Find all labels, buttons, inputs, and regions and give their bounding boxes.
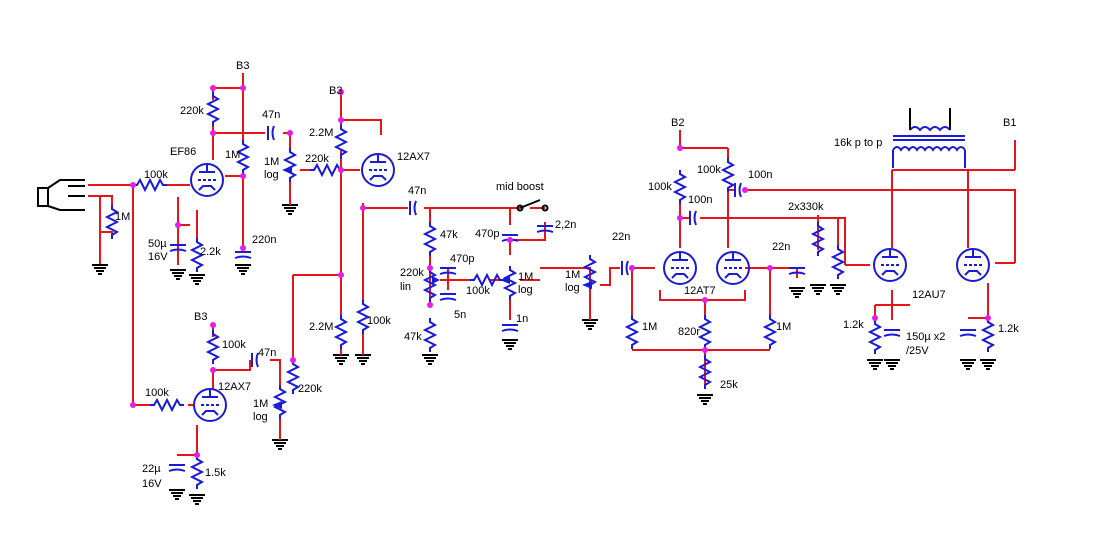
input-jack-icon bbox=[37, 187, 49, 207]
label-c-16v-2: 16V bbox=[142, 478, 162, 490]
label-c-22u: 22µ bbox=[142, 463, 161, 475]
12ax7-lower-tube-icon bbox=[193, 388, 227, 422]
label-r-2x330k: 2x330k bbox=[788, 201, 824, 213]
label-ef86: EF86 bbox=[170, 146, 196, 158]
label-c-47n-3: 47n bbox=[258, 347, 276, 359]
label-r-1-2k-2: 1.2k bbox=[998, 323, 1019, 335]
components bbox=[37, 91, 997, 505]
label-r-1m-pi-2: 1M bbox=[776, 321, 791, 333]
label-pot-1m-4: 1M bbox=[253, 398, 268, 410]
label-c-100n-1: 100n bbox=[748, 169, 772, 181]
label-c-150u: 150µ x2 bbox=[906, 331, 945, 343]
label-r-220k-3: 220k bbox=[298, 383, 322, 395]
junction-dots bbox=[130, 85, 991, 458]
label-pot-log-4: log bbox=[253, 411, 268, 423]
label-pot-1m-1: 1M bbox=[264, 156, 279, 168]
label-b1: B1 bbox=[1003, 117, 1016, 129]
label-r-100k-1: 100k bbox=[144, 169, 168, 181]
label-r-100k-5: 100k bbox=[697, 164, 721, 176]
label-pot-log-2: log bbox=[518, 284, 533, 296]
label-r-2-2m-1: 2.2M bbox=[309, 127, 333, 139]
label-pot-lin: lin bbox=[400, 281, 411, 293]
label-16k-p-to-p: 16k p to p bbox=[834, 137, 882, 149]
wires bbox=[88, 73, 1016, 456]
label-r-100k-4: 100k bbox=[648, 181, 672, 193]
output-transformer-icon bbox=[892, 108, 966, 168]
label-r-1-2k-1: 1.2k bbox=[843, 319, 864, 331]
label-r-100k-6: 100k bbox=[222, 339, 246, 351]
12au7-right-tube-icon bbox=[956, 248, 990, 282]
label-r-100k-2: 100k bbox=[466, 285, 490, 297]
label-pot-log-1: log bbox=[264, 169, 279, 181]
label-r-2-2m-2: 2.2M bbox=[309, 321, 333, 333]
label-r-1-5k: 1.5k bbox=[205, 467, 226, 479]
label-c-22n-1: 22n bbox=[612, 231, 630, 243]
label-c-16v-1: 16V bbox=[148, 251, 168, 263]
label-pot-log-3: log bbox=[565, 282, 580, 294]
label-c-22n-2: 22n bbox=[772, 241, 790, 253]
label-pot-1m-3: 1M bbox=[565, 269, 580, 281]
label-r-220k-2: 220k bbox=[305, 153, 329, 165]
label-c-47n-2: 47n bbox=[408, 185, 426, 197]
12au7-left-tube-icon bbox=[873, 248, 907, 282]
label-b2: B2 bbox=[671, 117, 684, 129]
ef86-tube-icon bbox=[190, 163, 224, 197]
label-r-1m-screen: 1M bbox=[225, 149, 240, 161]
label-b3-2: B3 bbox=[329, 85, 342, 97]
label-c-2-2n: 2,2n bbox=[555, 219, 576, 231]
label-pot-1m-2: 1M bbox=[518, 271, 533, 283]
label-c-1n: 1n bbox=[516, 313, 528, 325]
12ax7-upper-tube-icon bbox=[361, 153, 395, 187]
label-12at7: 12AT7 bbox=[684, 285, 716, 297]
label-c-50u: 50µ bbox=[148, 238, 167, 250]
label-c-47n-1: 47n bbox=[262, 109, 280, 121]
label-c-5n: 5n bbox=[454, 309, 466, 321]
label-b3-1: B3 bbox=[236, 60, 249, 72]
label-r-47k-2: 47k bbox=[404, 331, 422, 343]
label-12ax7-2: 12AX7 bbox=[218, 381, 251, 393]
label-r-1m-pi-1: 1M bbox=[642, 321, 657, 333]
label-r-100k-3: 100k bbox=[367, 315, 391, 327]
label-pot-220k: 220k bbox=[400, 267, 424, 279]
label-r-820r: 820r bbox=[678, 326, 700, 338]
label-12ax7-1: 12AX7 bbox=[397, 151, 430, 163]
label-b3-3: B3 bbox=[194, 311, 207, 323]
label-r-220k-1: 220k bbox=[180, 105, 204, 117]
label-c-100n-2: 100n bbox=[688, 194, 712, 206]
label-c-470p-1: 470p bbox=[450, 253, 474, 265]
label-c-470p-2: 470p bbox=[475, 228, 499, 240]
label-c-220n: 220n bbox=[252, 234, 276, 246]
label-r-2-2k: 2.2k bbox=[200, 246, 221, 258]
label-12au7: 12AU7 bbox=[912, 289, 946, 301]
label-r-1m-in: 1M bbox=[115, 211, 130, 223]
label-c-25v: /25V bbox=[906, 345, 929, 357]
label-r-100k-7: 100k bbox=[145, 387, 169, 399]
12at7-left-tube-icon bbox=[663, 251, 697, 285]
label-r-47k-1: 47k bbox=[440, 229, 458, 241]
label-mid-boost: mid boost bbox=[496, 181, 544, 193]
label-r-25k: 25k bbox=[720, 379, 738, 391]
labels: B3 B3 B3 B2 B1 220k 47n 1M EF86 100k 1M … bbox=[115, 60, 1019, 490]
12at7-right-tube-icon bbox=[716, 251, 750, 285]
